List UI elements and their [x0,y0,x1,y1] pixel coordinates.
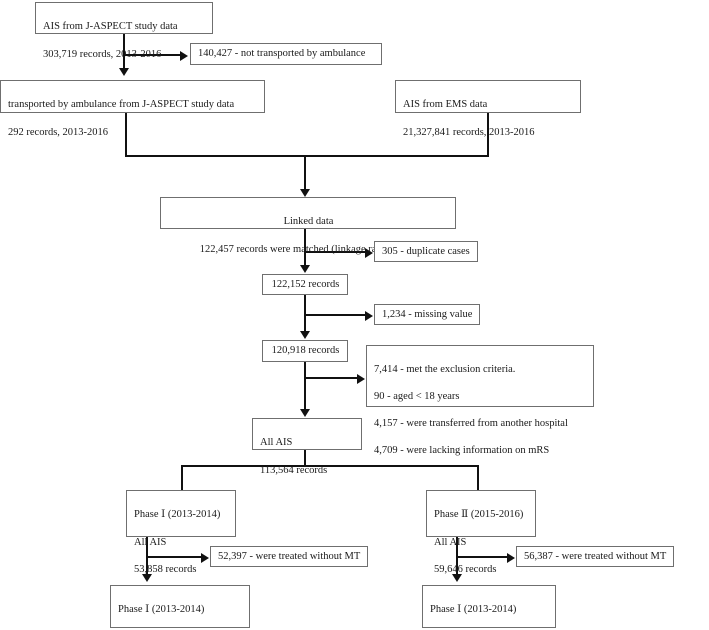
arrowhead-phase2-to-mt [452,574,462,582]
connector-to-excl-phase1-nomt [147,556,205,558]
node-phase1-all-line3: 53,858 records [134,564,197,576]
connector-phase2-to-mt [456,537,458,580]
connector-to-excl-phase2-nomt [457,556,511,558]
connector-split-to-phase1 [181,465,183,492]
node-source-ems-line1: AIS from EMS data [403,98,488,110]
node-phase1-mt-line1: Phase Ⅰ (2013-2014) [118,603,205,615]
node-excl-criteria-line4: 4,709 - were lacking information on mRS [374,445,550,457]
arrowhead-excl-criteria [357,374,365,384]
node-excl-phase2-nomt: 56,387 - were treated without MT [516,546,674,567]
connector-source-to-transported [123,33,125,70]
node-excl-phase2-nomt-text: 56,387 - were treated without MT [524,550,667,562]
node-source-ems-line2: 21,327,841 records, 2013-2016 [403,126,535,138]
node-phase2-all: Phase Ⅱ (2015-2016) All AIS 59,646 recor… [426,490,536,575]
node-excl-duplicates: 305 - duplicate cases [374,241,478,262]
connector-merge-bar [125,155,489,157]
node-excl-missing-text: 1,234 - missing value [382,308,473,320]
arrowhead-122152-to-120918 [300,331,310,339]
node-phase2-mt-line1: Phase Ⅰ (2013-2014) [430,603,517,615]
arrowhead-linked-to-122152 [300,265,310,273]
node-records-122152-text: 122,152 records [271,278,340,290]
node-excl-not-ambulance-text: 140,427 - not transported by ambulance [198,48,366,60]
node-excl-criteria-line1: 7,414 - met the exclusion criteria. [374,363,516,375]
node-phase2-mt: Phase Ⅰ (2013-2014) MT 3,259 records [422,585,556,628]
node-records-122152: 122,152 records [262,274,348,295]
node-linked-data-line1: Linked data [283,215,334,227]
connector-to-excl-criteria [305,377,361,379]
arrowhead-phase1-to-mt [142,574,152,582]
node-phase1-mt: Phase Ⅰ (2013-2014) MT 1,461 records [110,585,250,628]
connector-linked-to-122152 [304,228,306,270]
connector-allais-down [304,449,306,467]
node-phase1-all-line2: All AIS [134,536,167,548]
node-excl-missing: 1,234 - missing value [374,304,480,325]
node-records-120918: 120,918 records [262,340,348,362]
node-source-jaspect-line2: 303,719 records, 2013-2016 [43,48,162,60]
connector-122152-to-120918 [304,295,306,337]
arrowhead-excl-phase2-nomt [507,553,515,563]
connector-phase-split-bar [181,465,479,467]
arrowhead-excl-duplicates [365,248,373,258]
node-linked-data: Linked data 122,457 records were matched… [160,197,456,255]
node-excl-phase1-nomt: 52,397 - were treated without MT [210,546,368,567]
arrowhead-source-to-transported [119,68,129,76]
node-excl-phase1-nomt-text: 52,397 - were treated without MT [218,550,361,562]
node-all-ais-line2: 113,564 records [260,464,328,476]
node-excl-criteria: 7,414 - met the exclusion criteria. 90 -… [366,345,594,456]
arrowhead-excl-missing [365,311,373,321]
node-all-ais: All AIS 113,564 records [252,418,362,476]
node-phase1-all-line1: Phase Ⅰ (2013-2014) [134,508,221,520]
connector-to-excl-missing [305,314,369,316]
node-excl-not-ambulance: 140,427 - not transported by ambulance [190,43,382,65]
arrowhead-excl-not-ambulance [180,51,188,61]
connector-phase1-to-mt [146,537,148,580]
arrowhead-120918-to-allais [300,409,310,417]
node-excl-duplicates-text: 305 - duplicate cases [382,245,470,257]
node-all-ais-line1: All AIS [260,436,293,448]
connector-to-excl-not-ambulance [124,54,184,56]
node-excl-criteria-line2: 90 - aged < 18 years [374,390,460,402]
node-phase2-all-line3: 59,646 records [434,564,497,576]
node-phase2-all-line1: Phase Ⅱ (2015-2016) [434,508,524,520]
connector-merge-to-linked [304,155,306,193]
connector-to-excl-duplicates [305,251,369,253]
connector-120918-to-allais [304,362,306,415]
arrowhead-excl-phase1-nomt [201,553,209,563]
arrowhead-merge-to-linked [300,189,310,197]
connector-split-to-phase2 [477,465,479,492]
connector-transported-down [125,113,127,157]
node-phase1-all: Phase Ⅰ (2013-2014) All AIS 53,858 recor… [126,490,236,575]
node-transported-jaspect-line2: 292 records, 2013-2016 [8,126,109,138]
connector-ems-down [487,113,489,157]
node-source-jaspect: AIS from J-ASPECT study data 303,719 rec… [35,2,213,60]
node-source-jaspect-line1: AIS from J-ASPECT study data [43,20,178,32]
node-records-120918-text: 120,918 records [271,345,340,357]
node-transported-jaspect-line1: transported by ambulance from J-ASPECT s… [8,98,235,110]
node-excl-criteria-line3: 4,157 - were transferred from another ho… [374,418,568,430]
node-transported-jaspect: transported by ambulance from J-ASPECT s… [0,80,265,138]
node-source-ems: AIS from EMS data 21,327,841 records, 20… [395,80,581,138]
node-phase2-all-line2: All AIS [434,536,467,548]
